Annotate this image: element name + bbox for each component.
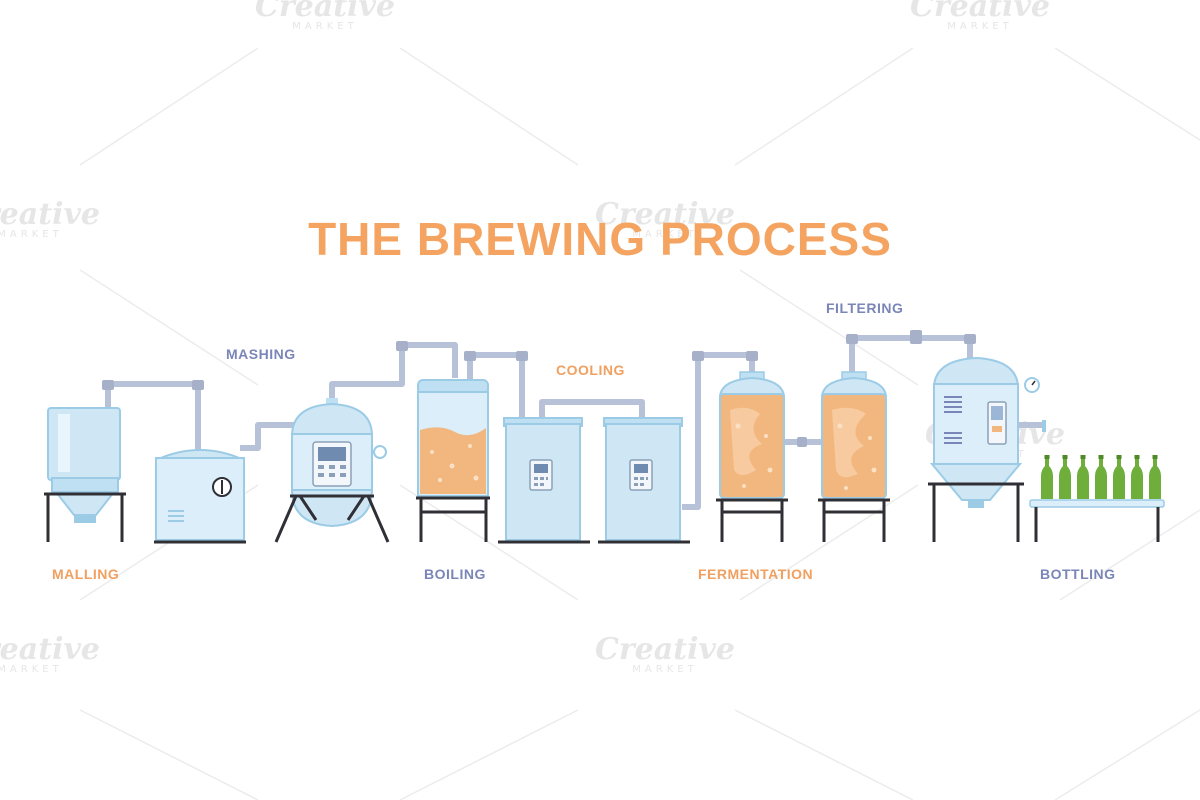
- label-mashing: MASHING: [226, 346, 296, 362]
- label-fermentation: FERMENTATION: [698, 566, 814, 582]
- cooling-unit-2: [598, 417, 690, 544]
- label-malling: MALLING: [52, 566, 120, 582]
- beer-bottles: [1041, 455, 1161, 499]
- beer-bottle: [1059, 458, 1071, 499]
- beer-bottle: [1077, 458, 1089, 499]
- beer-bottle: [1041, 458, 1053, 499]
- label-bottling: BOTTLING: [1040, 566, 1116, 582]
- beer-bottle: [1113, 458, 1125, 499]
- bottle-cap: [1044, 455, 1050, 459]
- label-cooling: COOLING: [556, 362, 625, 378]
- bottle-cap: [1062, 455, 1068, 459]
- malling-hopper: [44, 407, 126, 542]
- bottle-cap: [1134, 455, 1140, 459]
- boiling-tank: [416, 379, 490, 542]
- beer-bottle: [1149, 458, 1161, 499]
- watermark-lines: [79, 47, 1200, 800]
- label-filtering: FILTERING: [826, 300, 904, 316]
- fermentation-tank: [716, 371, 788, 542]
- bottle-cap: [1152, 455, 1158, 459]
- cooling-unit-1: [498, 417, 590, 544]
- bottling-conveyor: [1029, 499, 1165, 542]
- page-title: THE BREWING PROCESS: [308, 213, 892, 265]
- mashing-kettle: [274, 398, 390, 543]
- filtering-tank: [818, 371, 890, 542]
- bottle-cap: [1080, 455, 1086, 459]
- mashing-tun: [154, 449, 246, 544]
- label-boiling: BOILING: [424, 566, 486, 582]
- beer-bottle: [1131, 458, 1143, 499]
- pipe-joints: [102, 330, 976, 447]
- beer-bottle: [1095, 458, 1107, 499]
- bottle-cap: [1098, 455, 1104, 459]
- bottle-cap: [1116, 455, 1122, 459]
- bottling-tank: [928, 356, 1046, 542]
